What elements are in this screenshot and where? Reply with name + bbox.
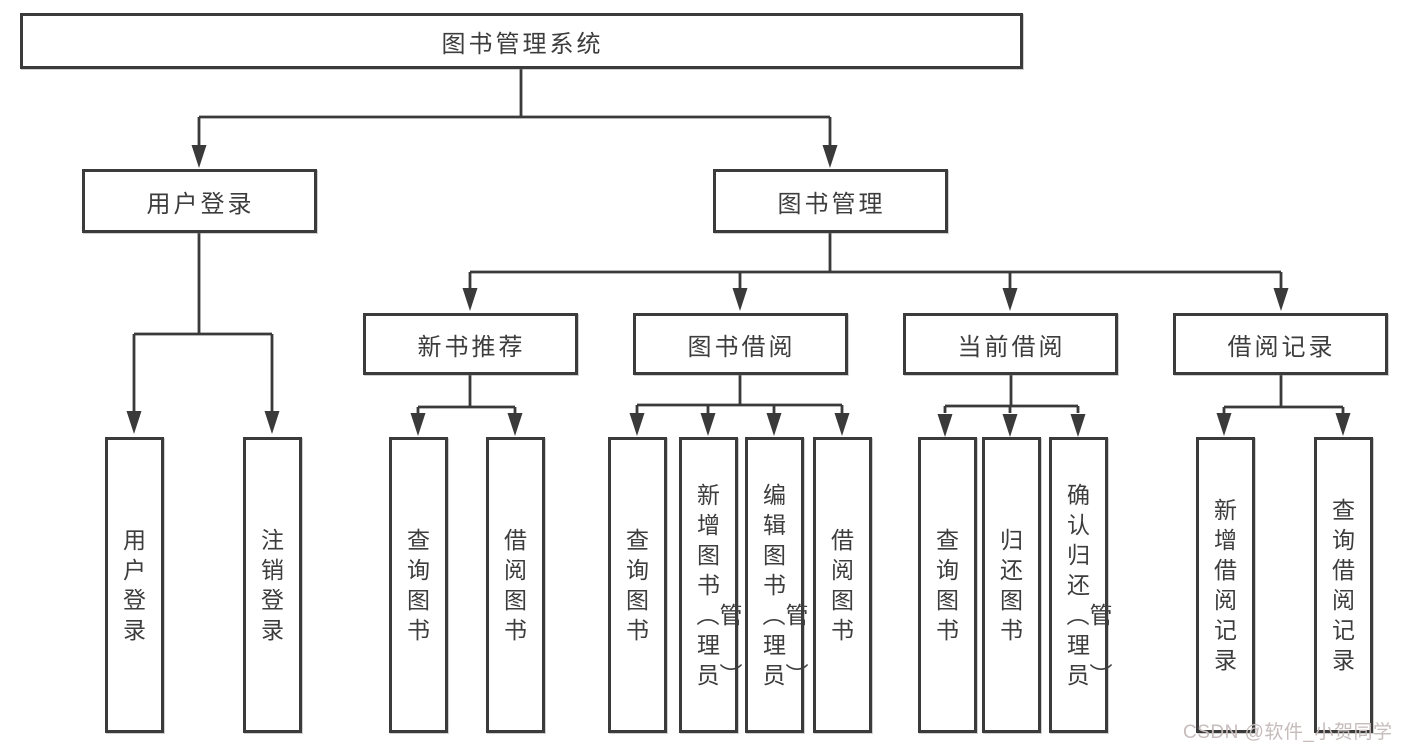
node-current-borrow-label: 当前借阅 — [957, 333, 1066, 361]
leaf-add-borrow-record-label: 新增借阅记录 — [1214, 497, 1237, 673]
node-user-login-label: 用户登录 — [146, 190, 255, 218]
leaf-recommend-borrow-book-label: 借阅图书 — [504, 527, 527, 643]
node-system-root-label: 图书管理系统 — [441, 30, 604, 58]
leaf-return-book: 归还图书 — [982, 437, 1041, 733]
leaf-borrow-book-label: 借阅图书 — [831, 527, 854, 643]
leaf-edit-book-admin-label: 编辑图书︵管理员︶ — [762, 482, 809, 688]
leaf-borrow-query-book-label: 查询图书 — [626, 527, 649, 643]
node-book-management: 图书管理 — [713, 169, 948, 233]
leaf-confirm-return-admin: 确认归还︵管理员︶ — [1049, 437, 1113, 733]
leaf-recommend-query-book: 查询图书 — [389, 437, 448, 733]
node-new-book-recommend: 新书推荐 — [363, 313, 578, 375]
leaf-user-login: 用户登录 — [105, 437, 164, 733]
node-borrow-record-label: 借阅记录 — [1227, 333, 1336, 361]
leaf-recommend-borrow-book: 借阅图书 — [486, 437, 545, 733]
node-borrow-record: 借阅记录 — [1173, 313, 1388, 375]
node-system-root: 图书管理系统 — [20, 13, 1023, 69]
leaf-query-borrow-record-label: 查询借阅记录 — [1332, 497, 1355, 673]
leaf-recommend-query-book-label: 查询图书 — [407, 527, 430, 643]
leaf-query-borrow-record: 查询借阅记录 — [1314, 437, 1373, 733]
leaf-edit-book-admin: 编辑图书︵管理员︶ — [745, 437, 809, 733]
node-user-login: 用户登录 — [82, 169, 317, 233]
node-book-borrow-label: 图书借阅 — [687, 333, 796, 361]
leaf-add-borrow-record: 新增借阅记录 — [1196, 437, 1255, 733]
node-book-borrow: 图书借阅 — [633, 313, 848, 375]
node-current-borrow: 当前借阅 — [903, 313, 1118, 375]
csdn-watermark: CSDN @软件_小贺同学 — [1183, 722, 1393, 743]
node-book-management-label: 图书管理 — [777, 190, 886, 218]
leaf-logout: 注销登录 — [243, 437, 302, 733]
leaf-current-query-book: 查询图书 — [918, 437, 977, 733]
leaf-return-book-label: 归还图书 — [1000, 527, 1023, 643]
leaf-current-query-book-label: 查询图书 — [936, 527, 959, 643]
leaf-user-login-label: 用户登录 — [123, 527, 146, 643]
leaf-logout-label: 注销登录 — [261, 527, 284, 643]
node-new-book-recommend-label: 新书推荐 — [417, 333, 526, 361]
leaf-borrow-book: 借阅图书 — [813, 437, 872, 733]
leaf-confirm-return-admin-label: 确认归还︵管理员︶ — [1066, 482, 1113, 688]
leaf-borrow-query-book: 查询图书 — [608, 437, 667, 733]
leaf-add-book-admin-label: 新增图书︵管理员︶ — [696, 482, 743, 688]
leaf-add-book-admin: 新增图书︵管理员︶ — [679, 437, 743, 733]
